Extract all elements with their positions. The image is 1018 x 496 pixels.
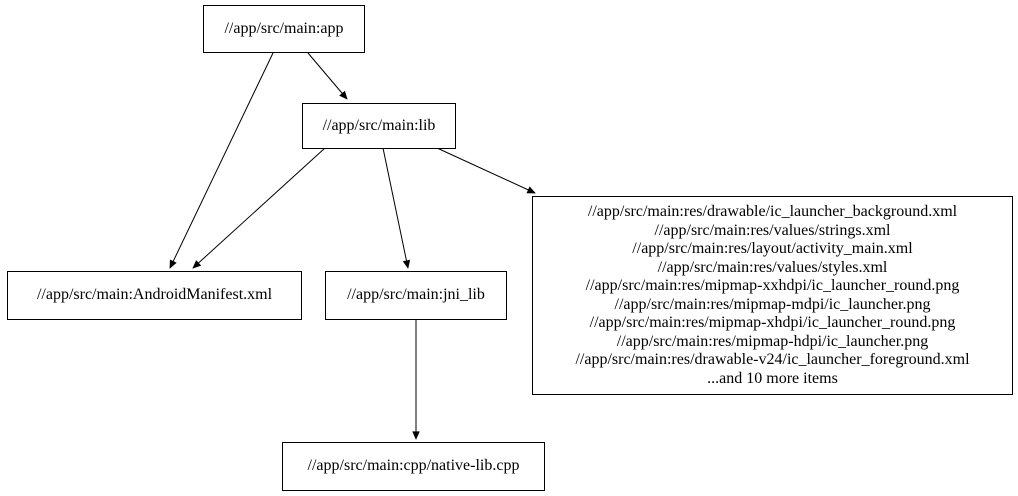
edge-app-to-manifest	[169, 52, 274, 269]
res-file-line: //app/src/main:res/values/styles.xml	[657, 258, 888, 276]
res-file-line: //app/src/main:res/mipmap-mdpi/ic_launch…	[614, 295, 931, 313]
res-files-more-items: ...and 10 more items	[707, 369, 838, 387]
graph-node-jni-lib: //app/src/main:jni_lib	[325, 271, 507, 320]
graph-node-lib: //app/src/main:lib	[302, 103, 456, 149]
edge-app-to-lib	[307, 52, 348, 100]
res-file-line: //app/src/main:res/drawable/ic_launcher_…	[587, 203, 958, 220]
graph-node-android-manifest: //app/src/main:AndroidManifest.xml	[7, 271, 302, 320]
edge-lib-to-manifest	[192, 147, 326, 269]
res-file-line: //app/src/main:res/drawable-v24/ic_launc…	[575, 351, 970, 368]
edge-lib-to-jni-lib	[382, 147, 411, 269]
graph-node-app: //app/src/main:app	[203, 5, 365, 53]
res-file-line: //app/src/main:res/values/strings.xml	[654, 221, 891, 239]
edge-lib-to-res-files	[436, 147, 536, 194]
res-file-line: //app/src/main:res/mipmap-hdpi/ic_launch…	[616, 332, 929, 350]
res-file-line: //app/src/main:res/layout/activity_main.…	[632, 240, 913, 257]
res-file-line: //app/src/main:res/mipmap-xxhdpi/ic_laun…	[585, 277, 960, 294]
graph-node-cpp-native-lib: //app/src/main:cpp/native-lib.cpp	[282, 442, 545, 491]
res-file-line: //app/src/main:res/mipmap-xhdpi/ic_launc…	[589, 314, 956, 331]
graph-node-res-files-group: //app/src/main:res/drawable/ic_launcher_…	[532, 196, 1013, 395]
